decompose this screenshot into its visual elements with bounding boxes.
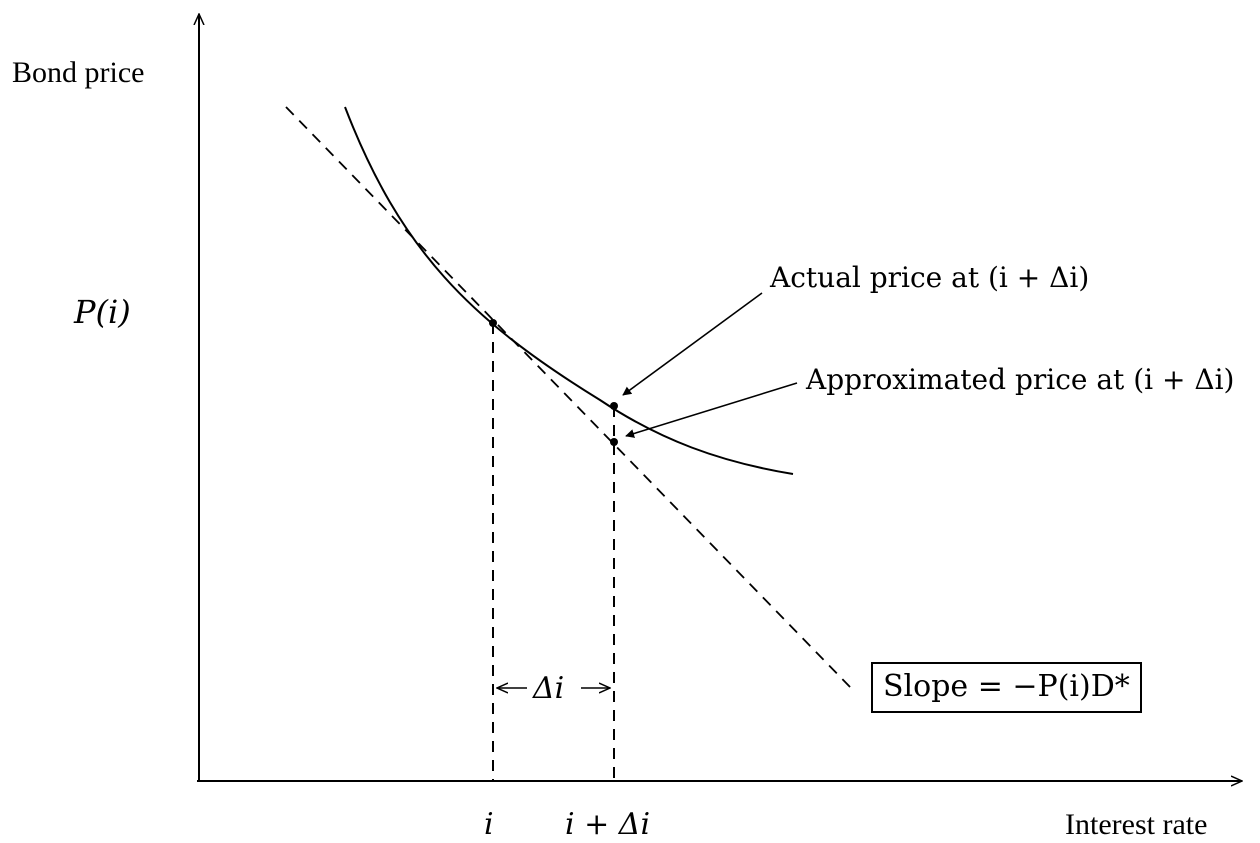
- actual-price-label: Actual price at (i + Δi): [770, 261, 1090, 294]
- point-approx-price: [610, 438, 618, 446]
- arrow-actual-price: [622, 292, 763, 396]
- point-actual-price: [610, 402, 618, 410]
- x-tick-label-i-plus-delta-i: i + Δi: [565, 807, 651, 842]
- y-axis-label: Bond price: [12, 56, 145, 89]
- interval-label-delta-i: Δi: [533, 671, 565, 706]
- y-tick-label-p-i: P(i): [74, 293, 131, 331]
- point-p-i: [489, 319, 497, 327]
- price-curve: [344, 106, 794, 475]
- arrow-approx-price: [625, 382, 798, 438]
- tangent-line: [285, 106, 854, 691]
- x-tick-label-i: i: [484, 807, 494, 842]
- approximated-price-label: Approximated price at (i + Δi): [806, 363, 1235, 396]
- slope-label-box: Slope = −P(i)D*: [871, 662, 1142, 713]
- x-axis-label: Interest rate: [1065, 808, 1208, 841]
